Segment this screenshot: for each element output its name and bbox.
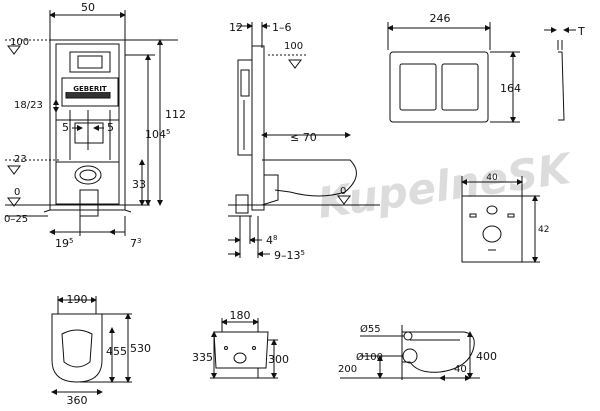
seal-plate-view: [461, 176, 540, 263]
watermark-text: KupelneSK: [315, 144, 577, 228]
flush-pair-label: 18/23: [14, 100, 43, 111]
wc-side-view: [340, 325, 480, 381]
wc-side-dia-top-label: Ø55: [360, 323, 381, 335]
plate-thickness-label: T: [577, 25, 585, 38]
level-100-label: 100: [10, 37, 29, 48]
wc-rear-top-label: 180: [230, 309, 251, 322]
height-mid-label: 1045: [145, 128, 170, 141]
offset-right-label: 5: [107, 121, 114, 134]
bottom-right-label: 73: [130, 237, 141, 250]
height-total-label: 112: [165, 108, 186, 121]
flush-plate-view: [387, 22, 576, 123]
brand-logo-text: GEBERIT: [73, 85, 107, 93]
frame-front-view: [5, 10, 178, 236]
wc-length-inner-label: 455: [106, 345, 127, 358]
side-level-100-label: 100: [284, 41, 303, 52]
frame-side-view: [228, 22, 380, 258]
level-23-label: 23: [14, 154, 27, 165]
offset-left-label: 5: [62, 121, 69, 134]
wc-rear-view: [210, 318, 278, 379]
frame-width-label: 50: [81, 1, 95, 14]
side-top-a-label: 12: [229, 21, 243, 34]
wc-side-offset-40-label: 40: [454, 364, 467, 375]
wc-bottom-width-label: 360: [67, 394, 88, 407]
side-level-0-label: 0: [340, 186, 346, 197]
side-bottom-a-label: 48: [266, 234, 277, 247]
plate-width-label: 246: [430, 12, 451, 25]
level-neg-label: 0–25: [4, 214, 28, 225]
level-0-label: 0: [14, 187, 20, 198]
seal-height-label: 42: [538, 225, 549, 235]
wc-length-outer-label: 530: [130, 342, 151, 355]
wc-rear-left-label: 335: [192, 351, 213, 364]
wc-top-view: [51, 296, 132, 395]
wc-seat-width-label: 190: [67, 293, 88, 306]
wc-rear-right-label: 300: [268, 353, 289, 366]
wc-side-dia-main-label: Ø100: [356, 351, 383, 363]
wc-side-height-400-label: 400: [476, 350, 497, 363]
seal-width-label: 40: [486, 173, 498, 183]
side-depth-label: ≤ 70: [290, 131, 317, 144]
height-33-label: 33: [132, 178, 146, 191]
wc-side-height-200-label: 200: [338, 364, 357, 375]
bottom-left-label: 195: [55, 237, 73, 250]
side-top-b-label: 1–6: [272, 21, 292, 34]
plate-height-label: 164: [500, 82, 521, 95]
side-bottom-b-label: 9–135: [274, 249, 305, 262]
